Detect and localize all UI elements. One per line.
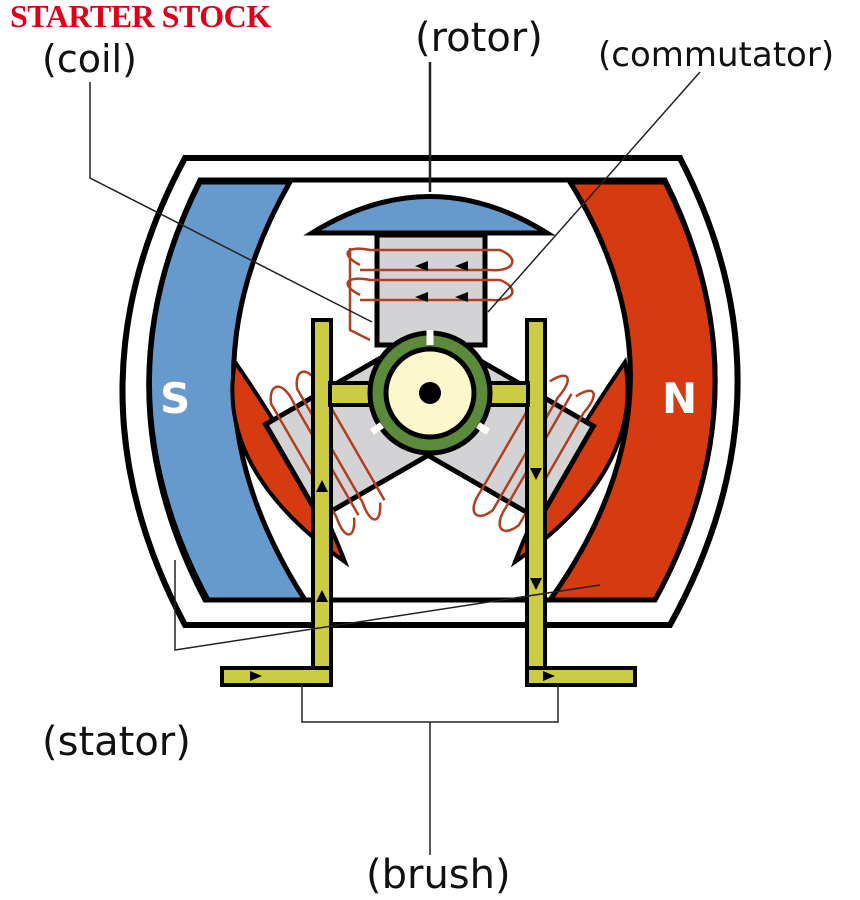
commutator-gaps (369, 330, 491, 435)
brush-label: (brush) (366, 852, 511, 898)
south-magnet (147, 179, 310, 603)
right-brush (488, 318, 637, 687)
brush-arrows (250, 468, 555, 681)
shaft-center (419, 382, 441, 404)
coil-label: (coil) (42, 37, 137, 81)
leader-lines (89, 62, 701, 855)
coil-windings (269, 247, 595, 536)
commutator-label: (commutator) (598, 35, 835, 75)
left-brush (220, 318, 372, 687)
rotor-cap (303, 194, 556, 236)
south-pole-label: S (160, 374, 191, 423)
north-pole-label: N (662, 374, 698, 423)
stator-label: (stator) (42, 719, 191, 765)
rotor-label: (rotor) (415, 15, 543, 61)
north-magnet (545, 179, 718, 603)
watermark: STARTER STOCK (10, 0, 271, 34)
current-arrows (415, 261, 468, 302)
